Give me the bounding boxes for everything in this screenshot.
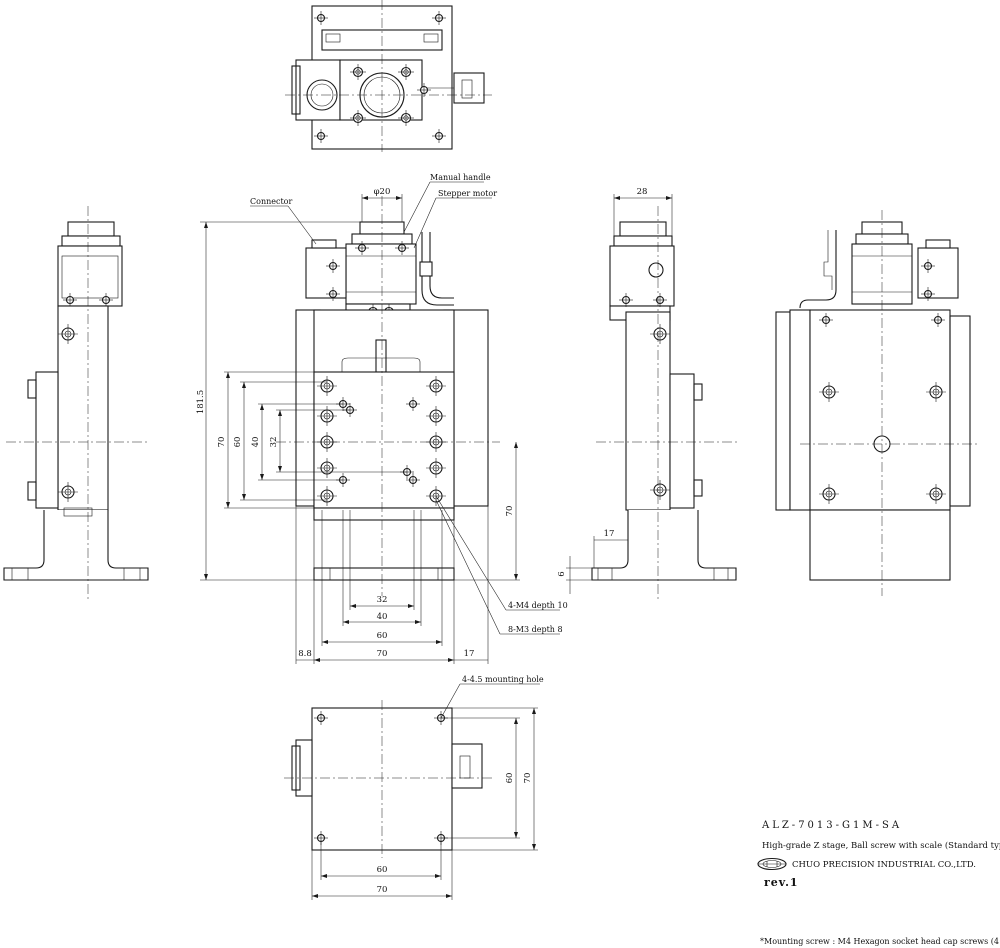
dim-h-70: 70 [377,649,388,659]
callout-manual-handle: Manual handle [430,173,491,182]
model-number: ALZ-7013-G1M-SA [761,820,902,831]
dim-h-60: 60 [377,631,388,641]
bottom-view [284,700,492,858]
dim-table-60: 60 [233,437,243,448]
model-description: High-grade Z stage, Ball screw with scal… [762,840,1000,851]
dim-bottom-60-v: 60 [505,773,515,784]
dim-right-17: 17 [464,649,475,659]
dim-h-32: 32 [377,595,388,605]
dim-bottom-70-v: 70 [523,773,533,784]
front-view [276,196,500,596]
dim-side-17: 17 [604,529,615,539]
company-name: CHUO PRECISION INDUSTRIAL CO.,LTD. [792,860,976,870]
dimension-labels: φ20 181.5 70 60 40 32 70 32 40 60 8.8 70… [196,187,647,895]
dim-side-6: 6 [557,571,567,576]
callout-connector: Connector [250,197,292,206]
dim-bottom-70-h: 70 [377,885,388,895]
left-side-view [3,206,150,600]
callout-mounting-hole: 4-4.5 mounting hole [462,675,544,684]
dim-table-40: 40 [251,437,261,448]
dim-right-70: 70 [505,506,515,517]
callout-labels: Connector Manual handle Stepper motor 4-… [250,173,568,684]
callout-stepper-motor: Stepper motor [438,189,497,198]
dim-h-40: 40 [377,612,388,622]
dim-table-70: 70 [217,437,227,448]
title-block: ALZ-7013-G1M-SA High-grade Z stage, Ball… [757,820,1000,946]
revision: rev.1 [764,876,799,889]
dim-phi20: φ20 [374,187,391,197]
footnote: *Mounting screw : M4 Hexagon socket head… [760,937,1000,946]
dim-8-8: 8.8 [298,649,312,659]
top-view [285,0,492,152]
dimension-lines [200,181,673,900]
dim-181-5: 181.5 [196,390,206,414]
dim-side-28: 28 [637,187,648,197]
company-logo-icon [757,857,787,871]
callout-m4-holes: 4-M4 depth 10 [508,601,568,610]
dim-bottom-60-h: 60 [377,865,388,875]
dim-table-32: 32 [269,437,279,448]
callout-m3-holes: 8-M3 depth 8 [508,625,563,634]
back-view [775,210,980,596]
